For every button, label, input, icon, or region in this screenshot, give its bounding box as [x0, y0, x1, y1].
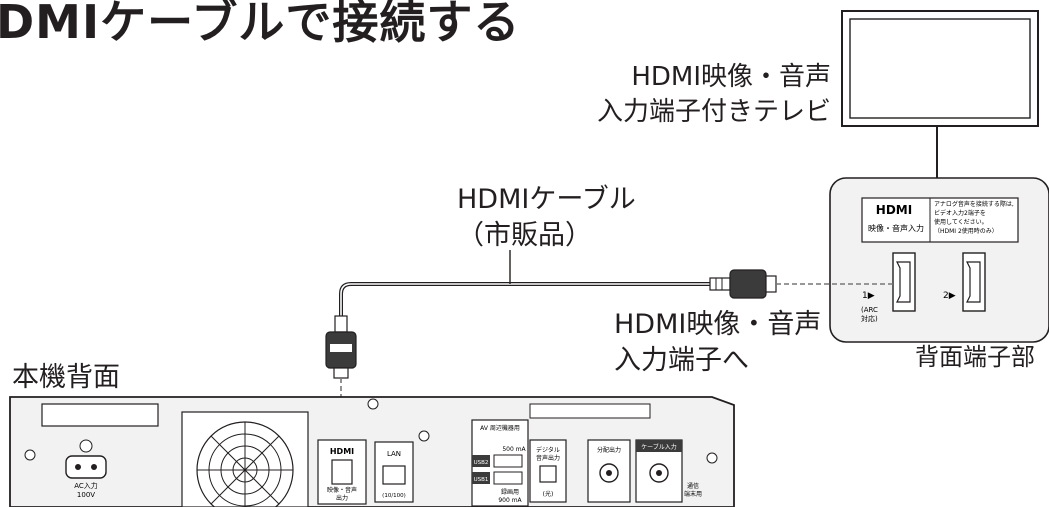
comm-label-line2: 端末用: [684, 490, 702, 498]
usb2-port[interactable]: [493, 454, 523, 468]
usb1-port[interactable]: [493, 471, 523, 485]
split-output-port[interactable]: 分配出力: [587, 439, 631, 503]
cable-plug-recorder: [325, 315, 357, 379]
lan-speed-label: (10/100): [382, 493, 406, 499]
digital-audio-label-line1: デジタル: [536, 446, 560, 454]
tv: [841, 10, 1039, 178]
usb2-label: USB2: [474, 460, 489, 466]
screw-icon: [24, 449, 36, 461]
split-output-label: 分配出力: [597, 446, 621, 454]
screw-icon: [418, 430, 430, 442]
fan-grille-icon: [181, 411, 309, 507]
tv-rear-panel: HDMI 映像・音声入力 アナログ音声を接続する際は, ビデオ入力2端子を 使用…: [829, 177, 1049, 343]
tv-label-line2: 入力端子付きテレビ: [596, 97, 831, 127]
screw-icon: [706, 452, 718, 464]
lan-port[interactable]: LAN (10/100): [374, 441, 414, 503]
panel-label: 背面端子部: [915, 343, 1035, 371]
tv-port1-label: 1▶: [862, 291, 875, 301]
comm-label-line1: 通信: [687, 482, 699, 490]
tv-note-line3: 使用してください。: [934, 218, 988, 226]
tv-label: HDMI映像・音声 入力端子付きテレビ: [597, 60, 831, 130]
tv-note-line2: ビデオ入力2端子を: [934, 209, 986, 217]
cable-input-port[interactable]: ケーブル入力: [635, 439, 683, 503]
ac-input-label-line1: AC入力: [74, 481, 98, 490]
cable-label: HDMIケーブル （市販品）: [457, 182, 636, 254]
usb1-current-label: 900 mA: [498, 497, 522, 504]
tv-port1-arc-line2: 対応): [861, 314, 878, 323]
screw-icon: [367, 398, 379, 410]
tv-note-line4: （HDMI 2使用時のみ）: [934, 227, 998, 235]
cable-plug-tv: [709, 269, 777, 299]
recorder-hdmi-label-line2: 出力: [336, 494, 348, 502]
usb2-current-label: 500 mA: [502, 446, 526, 453]
optical-label: (光): [543, 490, 554, 498]
recorder-rear: AC入力 100V HDMI 映像・音声 出力 LA: [9, 396, 735, 507]
av-device-label: AV 周辺機器用: [480, 424, 520, 432]
tv-port1-arc-line1: (ARC: [861, 306, 878, 314]
cable-label-line1: HDMIケーブル: [457, 184, 636, 215]
input-label: HDMI映像・音声 入力端子へ: [614, 307, 821, 379]
digital-audio-port[interactable]: デジタル 音声出力 (光): [529, 439, 567, 503]
cable-label-line2: （市販品）: [457, 220, 592, 251]
cable-input-label: ケーブル入力: [641, 443, 677, 451]
recorder-hdmi-port[interactable]: HDMI 映像・音声 出力: [317, 439, 367, 505]
tv-label-line1: HDMI映像・音声: [631, 62, 831, 92]
page-title: DMIケーブルで接続する: [0, 0, 521, 49]
tv-port2-label: 2▶: [943, 291, 956, 301]
digital-audio-label-line2: 音声出力: [536, 454, 560, 462]
usb-block: AV 周辺機器用 500 mA USB2 USB1 録画用 900 mA: [471, 419, 529, 507]
recorder-hdmi-label-line1: 映像・音声: [327, 486, 357, 494]
input-label-line2: 入力端子へ: [614, 345, 749, 376]
hdmi-cable: [325, 250, 895, 452]
lan-label: LAN: [387, 450, 401, 458]
usb1-purpose-label: 録画用: [501, 488, 519, 496]
ac-input-label-line2: 100V: [77, 491, 95, 499]
ac-input: AC入力 100V: [65, 439, 107, 499]
input-label-line1: HDMI映像・音声: [614, 309, 822, 340]
rear-label: 本機背面: [12, 362, 120, 393]
tv-hdmi-logo: HDMI: [876, 203, 912, 217]
tv-note-line1: アナログ音声を接続する際は,: [934, 200, 1014, 208]
recorder-hdmi-logo: HDMI: [330, 447, 354, 456]
usb1-label: USB1: [474, 477, 489, 483]
tv-input-name: 映像・音声入力: [868, 223, 924, 233]
